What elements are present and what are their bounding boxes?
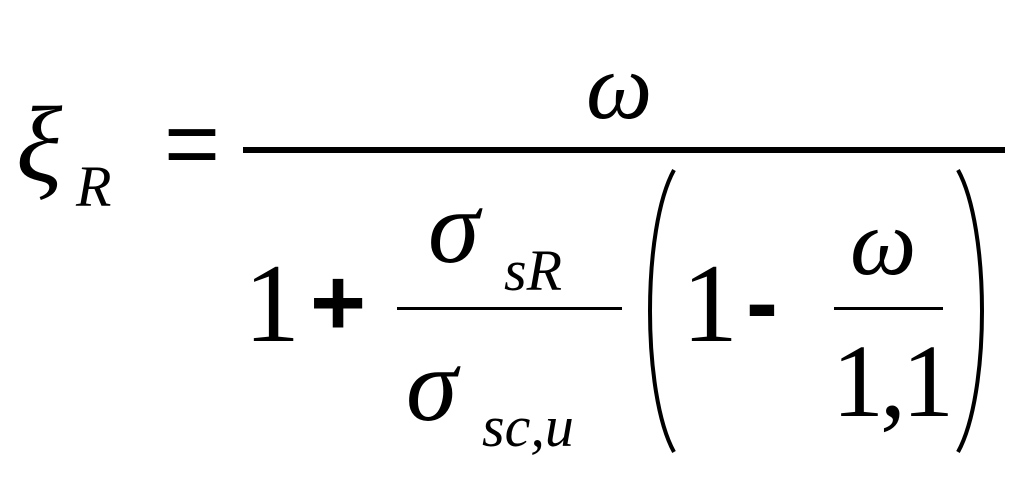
main-fraction-bar	[243, 147, 1005, 153]
bracket-denominator: 1,1	[832, 324, 954, 439]
bracket-fraction-bar	[834, 307, 943, 310]
plus-sign: +	[310, 249, 367, 356]
bracket-one: 1	[682, 242, 738, 366]
inner-denominator-sigma: σ	[406, 328, 458, 443]
lhs-xi-symbol: ξ	[16, 86, 63, 205]
bracket-numerator-omega: ω	[850, 191, 917, 295]
minus-sign: -	[746, 249, 778, 356]
inner-denominator-subscript: sc,u	[482, 394, 574, 459]
lhs-subscript-r: R	[76, 154, 112, 219]
inner-numerator-subscript: sR	[504, 238, 562, 303]
inner-numerator-sigma: σ	[428, 170, 480, 285]
equals-sign: =	[164, 90, 221, 197]
denominator-one: 1	[244, 242, 300, 366]
right-parenthesis	[956, 169, 984, 453]
main-numerator-omega: ω	[586, 35, 653, 139]
inner-fraction-bar	[397, 307, 622, 310]
left-parenthesis	[648, 169, 676, 453]
